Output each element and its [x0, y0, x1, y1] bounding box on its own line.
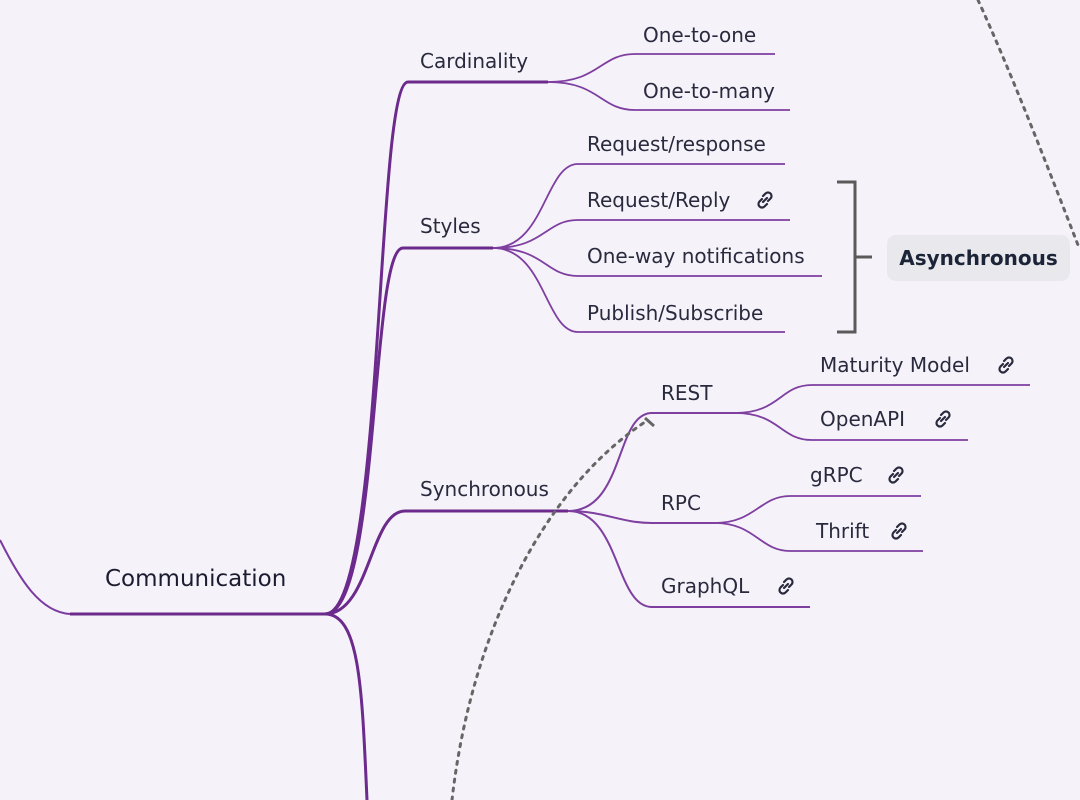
topic-request-reply[interactable]: Request/Reply: [587, 188, 731, 212]
connector-styles: [324, 246, 493, 616]
topic-openapi[interactable]: OpenAPI: [820, 407, 906, 431]
topic-maturity-model[interactable]: Maturity Model: [820, 353, 970, 377]
connector-cardinality: [324, 80, 548, 616]
topic-publish-subscribe[interactable]: Publish/Subscribe: [587, 301, 764, 325]
topic-one-way-notifications[interactable]: One-way notifications: [587, 244, 805, 268]
connector-openapi: [734, 412, 968, 441]
connector-maturity-model: [734, 384, 1030, 414]
root-topic-communication[interactable]: Communication: [105, 566, 287, 592]
link-icon[interactable]: [884, 463, 908, 487]
connector-grpc: [714, 495, 921, 524]
connector-root-parent: [0, 539, 71, 615]
topic-rest[interactable]: REST: [661, 381, 713, 405]
boundary-bracket: [837, 180, 872, 334]
topic-graphql[interactable]: GraphQL: [661, 574, 750, 598]
topic-styles[interactable]: Styles: [420, 214, 481, 238]
connector-request-reply: [492, 219, 790, 249]
topic-synchronous[interactable]: Synchronous: [420, 477, 549, 501]
connector-synchronous: [324, 509, 568, 616]
connector-graphql: [567, 510, 810, 608]
topic-one-to-many[interactable]: One-to-many: [643, 79, 775, 103]
relationship-arrowhead: [644, 416, 655, 428]
connector-request-response: [492, 163, 785, 249]
link-icon[interactable]: [887, 519, 911, 543]
connector-one-way: [492, 247, 822, 277]
topic-thrift[interactable]: Thrift: [816, 519, 870, 543]
connector-rpc: [567, 510, 715, 524]
link-icon[interactable]: [994, 353, 1018, 377]
topic-cardinality[interactable]: Cardinality: [420, 49, 529, 73]
connector-publish-subscribe: [492, 247, 785, 333]
topic-rpc[interactable]: RPC: [661, 491, 701, 515]
connector-rest: [567, 412, 735, 512]
connector-one-to-one: [547, 53, 775, 83]
topic-one-to-one[interactable]: One-to-one: [643, 23, 757, 47]
connector-lower-branch: [324, 612, 369, 800]
relationship-line-top: [976, 0, 1080, 247]
boundary-label-asynchronous[interactable]: Asynchronous: [887, 235, 1070, 281]
link-icon[interactable]: [774, 574, 798, 598]
connector-one-to-many: [547, 81, 790, 111]
topic-request-response[interactable]: Request/response: [587, 132, 766, 156]
link-icon[interactable]: [931, 407, 955, 431]
relationship-line: [450, 418, 650, 800]
link-icon[interactable]: [753, 188, 777, 212]
topic-grpc[interactable]: gRPC: [810, 463, 863, 487]
connector-thrift: [714, 522, 923, 552]
